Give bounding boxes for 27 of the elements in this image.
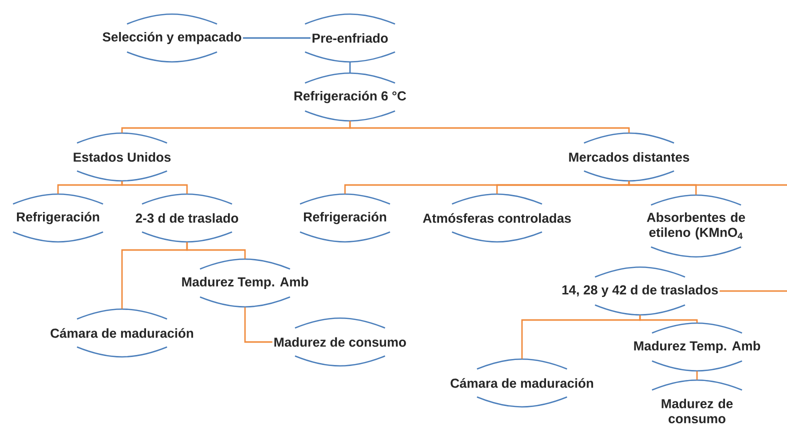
connector-line [639,315,698,323]
connector-line [720,290,787,292]
ellipse-node: Mercados distantes [569,132,690,182]
ellipse-node: Refrigeración 6 °C [294,72,406,122]
ellipse-node: Refrigeración [12,193,104,242]
ellipse-node: 2-3 d de traslado [136,193,238,242]
connector-line [696,371,698,380]
ellipse-node: Pre-enfriado [304,13,396,62]
connector-line [244,307,272,343]
connector-line [349,121,630,133]
ellipse-node: Madurez de consumo [274,317,406,366]
ellipse-node: Estados Unidos [74,132,171,182]
ellipse-node: Madurez de consumo [652,379,742,424]
ellipse-node: Refrigeración [300,193,390,242]
connector-line [628,181,787,186]
ellipse-node: Atmósferas controladas [422,193,571,242]
ellipse-node: Cámara de maduración [50,308,194,358]
connector-line [242,37,311,39]
ellipse-node: Cámara de maduración [450,358,594,408]
ellipse-node: Madurez Temp. Amb [634,322,760,372]
connector-line [121,181,188,194]
connector-line [349,62,351,73]
ellipse-node: Absorbentes de etileno (KMnO$_{4}$ [646,194,746,258]
connector-line [186,242,246,259]
ellipse-node: Selección y empacado [102,13,242,62]
ellipse-node: Madurez Temp. Amb [182,258,308,308]
ellipse-node: 14, 28 y 42 d de traslados [562,266,718,316]
